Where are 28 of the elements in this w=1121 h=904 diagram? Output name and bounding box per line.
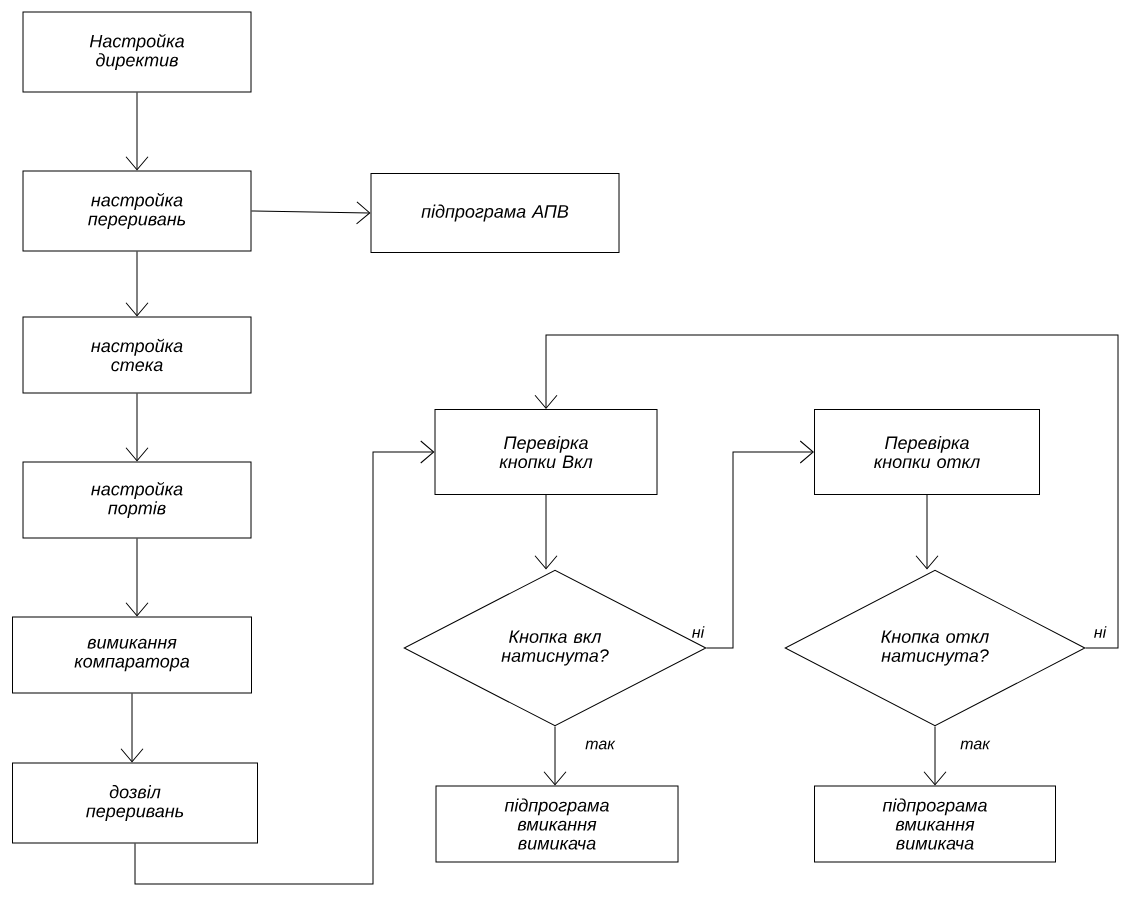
process-box: підпрограма вмикання вимикача: [435, 785, 679, 863]
arrow: [120, 693, 144, 763]
process-box: настройка портів: [22, 461, 252, 539]
process-box: Настройка директив: [22, 11, 252, 93]
process-box: підпрограма АПВ: [370, 173, 620, 253]
arrow: [134, 440, 435, 885]
edge-label: так: [959, 739, 991, 751]
arrow: [125, 393, 149, 462]
arrow: [543, 726, 567, 786]
process-box: підпрограма вмикання вимикача: [814, 785, 1056, 863]
process-box: вимикання компаратора: [12, 616, 252, 694]
arrow: [706, 440, 814, 649]
arrow: [125, 92, 149, 171]
process-box: Перевірка кнопки откл: [814, 409, 1040, 495]
arrow: [923, 726, 947, 786]
process-box: Перевірка кнопки Вкл: [434, 409, 658, 495]
arrow: [534, 494, 558, 570]
arrow: [534, 334, 1119, 649]
arrow: [915, 494, 939, 570]
process-box: настройка стека: [22, 316, 252, 394]
edge-label: ні: [690, 625, 706, 639]
arrow: [125, 538, 149, 617]
edge-label: ні: [1092, 625, 1108, 639]
process-box: настройка переривань: [22, 170, 252, 252]
arrow: [125, 251, 149, 317]
edge-label: так: [584, 739, 616, 751]
arrow: [251, 201, 371, 225]
process-box: дозвіл переривань: [12, 762, 258, 844]
